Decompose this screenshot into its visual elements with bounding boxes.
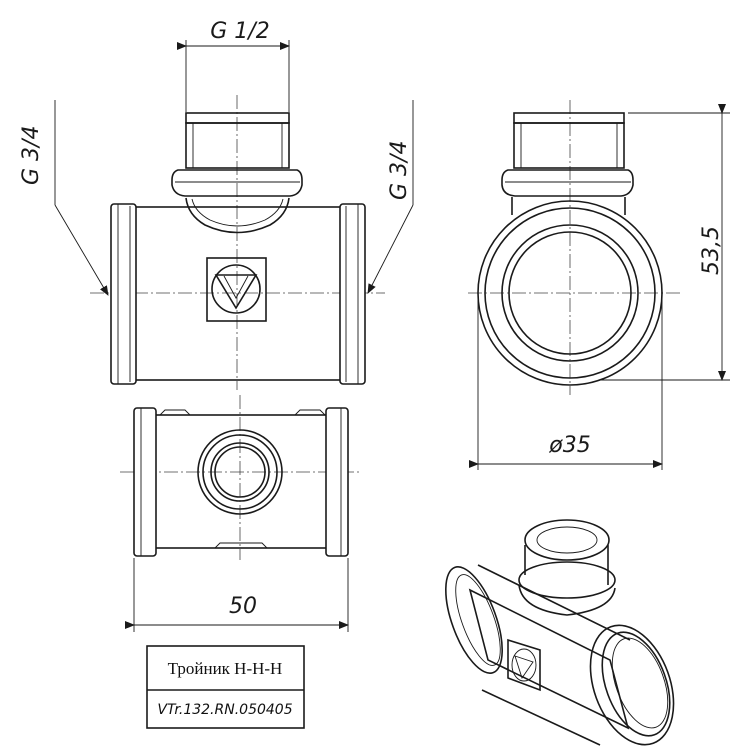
dim-left-thread: G 3/4 [19,126,44,185]
top-view: 50 [120,395,360,632]
dim-right-thread: G 3/4 [387,141,412,200]
iso-logo-emblem [507,638,541,692]
title-code: VTr.132.RN.050405 [157,702,292,718]
dim-height: 53,5 [699,226,724,275]
isometric-view [445,519,675,746]
dim-length: 50 [229,594,257,619]
dim-top-thread: G 1/2 [210,19,269,44]
title-name: Тройник Н-Н-Н [168,659,283,678]
front-view: V G 1/2 G 3/4 G 3/4 [19,19,414,390]
dim-diameter: ø35 [548,433,590,458]
logo-emblem: V [206,257,267,322]
title-block: Тройник Н-Н-Н VTr.132.RN.050405 [146,645,305,729]
side-view: 53,5 ø35 [468,100,730,470]
logo-letter: V [236,290,237,292]
